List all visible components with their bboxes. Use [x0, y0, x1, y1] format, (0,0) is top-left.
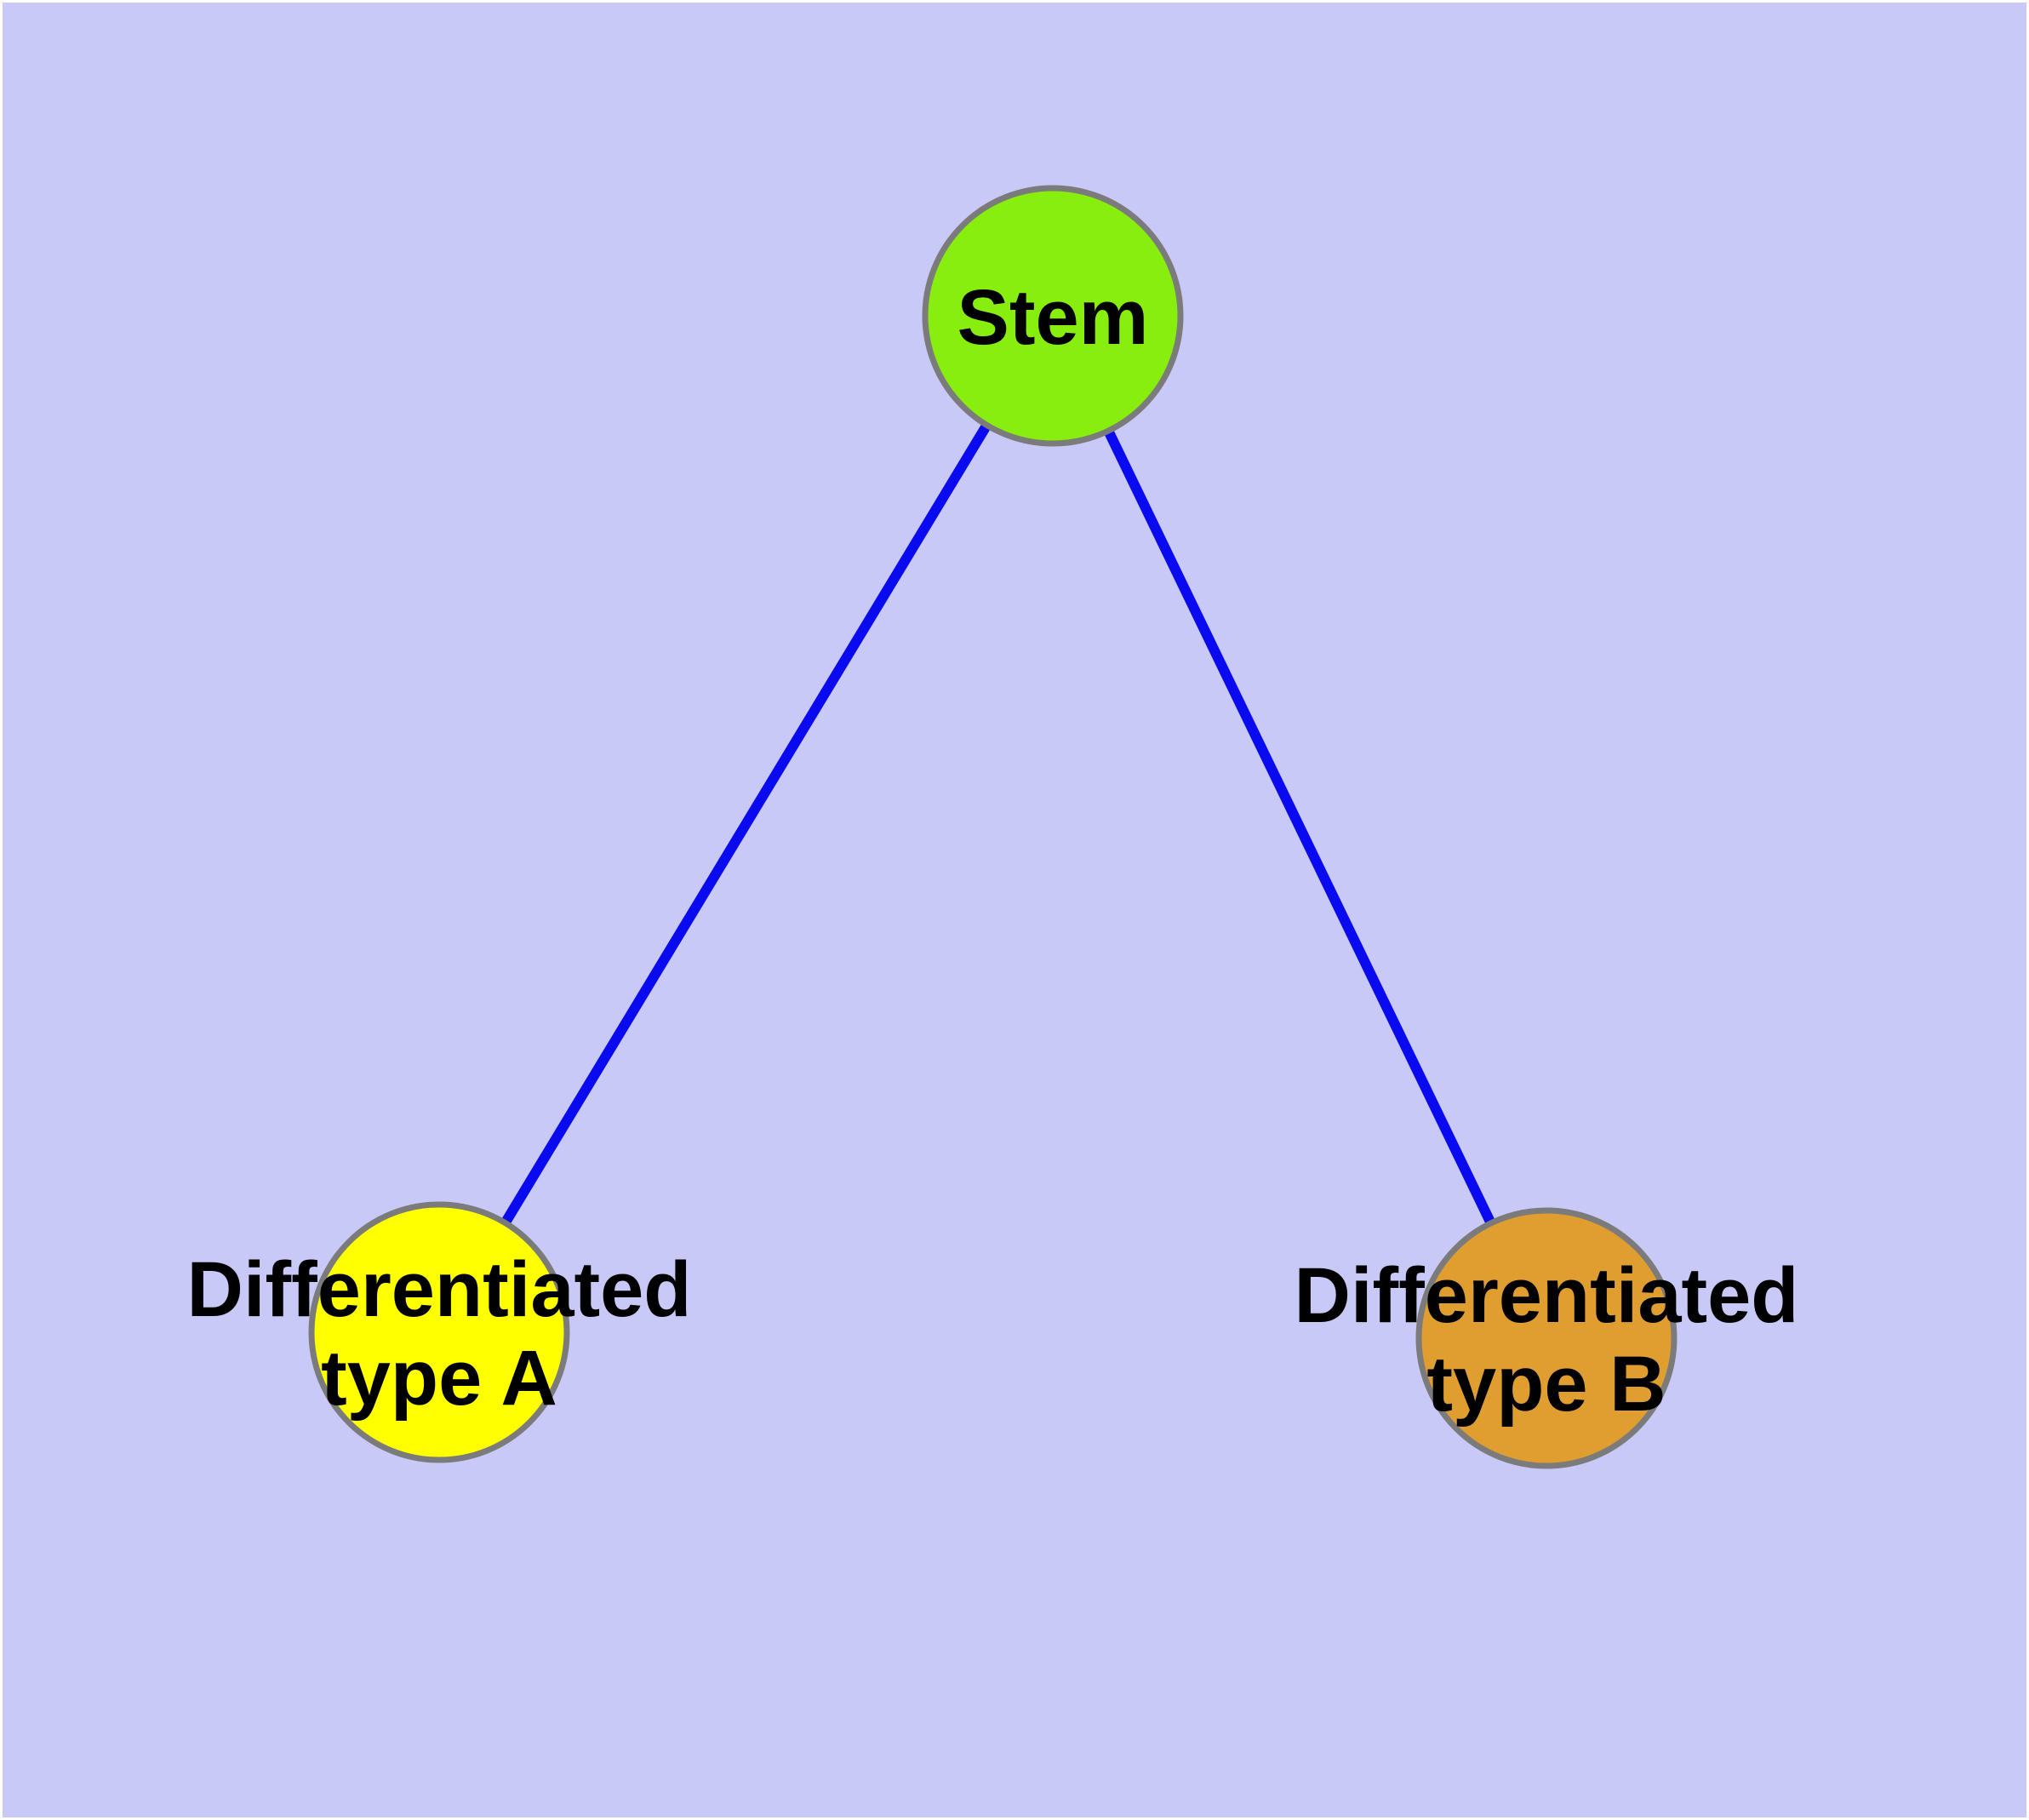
node-differentiated-type-b — [1415, 1207, 1677, 1469]
node-label-line: Stem — [957, 274, 1149, 361]
node-differentiated-type-a — [308, 1201, 570, 1463]
edge-stem-differentiated-type-b — [1048, 313, 1552, 1341]
node-stem — [922, 185, 1184, 447]
node-label-line: Differentiated — [187, 1246, 692, 1333]
node-label-stem: Stem — [957, 274, 1149, 361]
node-label-line: type B — [1426, 1341, 1666, 1428]
edge-stem-differentiated-type-a — [434, 312, 1058, 1336]
node-label-line: Differentiated — [1295, 1252, 1799, 1339]
node-label-line: type A — [321, 1335, 557, 1422]
